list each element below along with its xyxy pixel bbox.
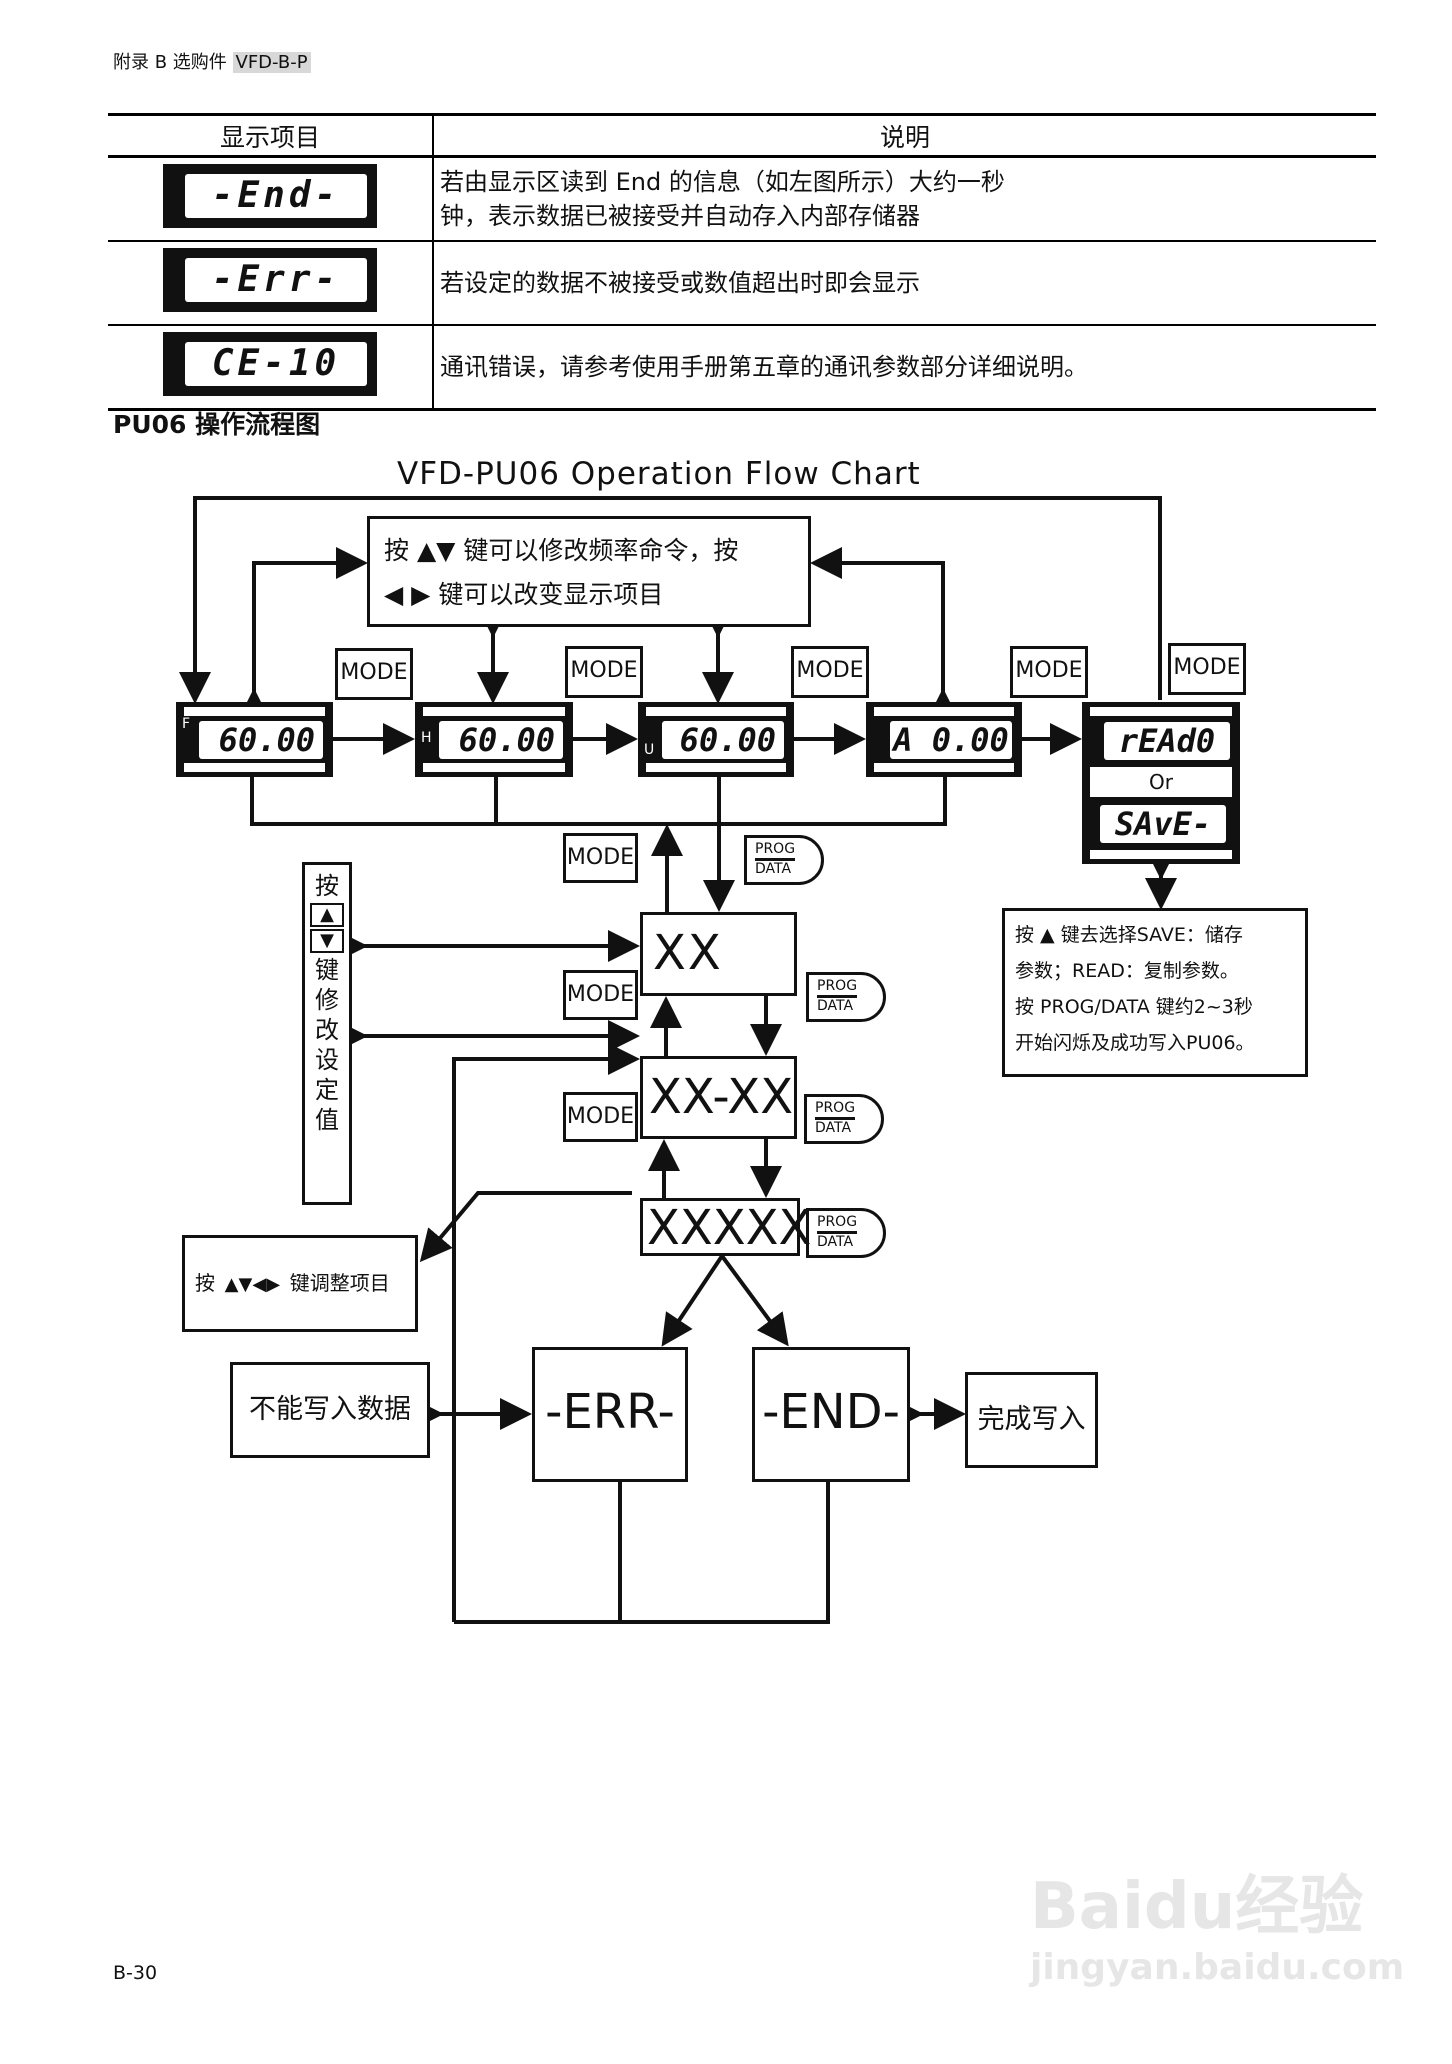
flowchart-title: VFD-PU06 Operation Flow Chart <box>397 456 921 492</box>
section-title: PU06 操作流程图 <box>113 410 321 439</box>
row-desc: 若由显示区读到 End 的信息（如左图所示）大约一秒钟，表示数据已被接受并自动存… <box>433 156 1376 242</box>
lcd-ce10: CE-10 <box>163 332 377 396</box>
row-desc: 通讯错误，请参考使用手册第五章的通讯参数部分详细说明。 <box>433 325 1376 411</box>
table-row: -End- 若由显示区读到 End 的信息（如左图所示）大约一秒钟，表示数据已被… <box>108 156 1376 242</box>
mode-key: MODE <box>1168 643 1246 695</box>
display-bus <box>250 777 947 826</box>
table-header-row: 显示项目 说明 <box>108 113 1376 158</box>
param-number-box: XX-XX <box>640 1056 797 1139</box>
param-group-box: XX <box>640 912 797 996</box>
header-prefix: 附录 B 选购件 <box>113 52 233 73</box>
param-value-box: XXXXX <box>640 1198 811 1256</box>
mode-key: MODE <box>563 970 638 1020</box>
mode-key: MODE <box>1010 646 1088 698</box>
display-user: U 60.00 <box>638 702 794 777</box>
mode-key: MODE <box>335 648 413 700</box>
watermark-url: jingyan.baidu.com <box>1030 1947 1405 1988</box>
table-row: -Err- 若设定的数据不被接受或数值超出时即会显示 <box>108 241 1376 326</box>
row-desc: 若设定的数据不被接受或数值超出时即会显示 <box>433 241 1376 326</box>
mode-key: MODE <box>563 833 638 883</box>
err-box: -ERR- <box>532 1347 688 1482</box>
col-display-header: 显示项目 <box>108 113 434 158</box>
adjust-item-note: 按 ▲▼◀▶ 键调整项目 <box>182 1235 418 1332</box>
table-row: CE-10 通讯错误，请参考使用手册第五章的通讯参数部分详细说明。 <box>108 325 1376 411</box>
display-output-frequency: H 60.00 <box>415 702 573 777</box>
write-done-box: 完成写入 <box>965 1372 1098 1468</box>
connector-note-left <box>238 547 368 720</box>
arrow-keys-icon: ▲▼◀▶ <box>224 1274 281 1295</box>
page-header: 附录 B 选购件 VFD-B-P <box>113 48 311 74</box>
lcd-end: -End- <box>163 164 377 228</box>
header-model: VFD-B-P <box>232 52 311 73</box>
page-number: B-30 <box>113 1962 158 1984</box>
modify-value-panel: 按 ▲ ▼ 键修 改设 定值 <box>302 862 352 1205</box>
display-table: 显示项目 说明 -End- 若由显示区读到 End 的信息（如左图所示）大约一秒… <box>108 113 1376 411</box>
save-read-note: 按 ▲ 键去选择SAVE：储存参数；READ：复制参数。 按 PROG/DATA… <box>1002 908 1308 1077</box>
display-frequency: F 60.00 <box>176 702 333 777</box>
watermark-brand: Baidu经验 <box>1030 1870 1364 1944</box>
mode-key: MODE <box>791 646 869 698</box>
end-box: -END- <box>752 1347 910 1482</box>
mode-key: MODE <box>563 1092 638 1142</box>
display-read-save: rEAd0 Or SAvE- <box>1082 702 1240 864</box>
cannot-write-box: 不能写入数据 <box>230 1362 430 1458</box>
lcd-err: -Err- <box>163 248 377 312</box>
connector-note-right <box>810 547 959 720</box>
mode-key: MODE <box>565 646 643 698</box>
col-desc-header: 说明 <box>433 113 1376 158</box>
display-current: A 0.00 <box>866 702 1022 777</box>
watermark: Baidu经验 jingyan.baidu.com <box>1030 1855 1404 1988</box>
note-freq-keys: 按 ▲▼ 键可以修改频率命令，按 ◀ ▶ 键可以改变显示项目 <box>367 516 811 627</box>
connector-top-loop <box>179 496 1162 704</box>
